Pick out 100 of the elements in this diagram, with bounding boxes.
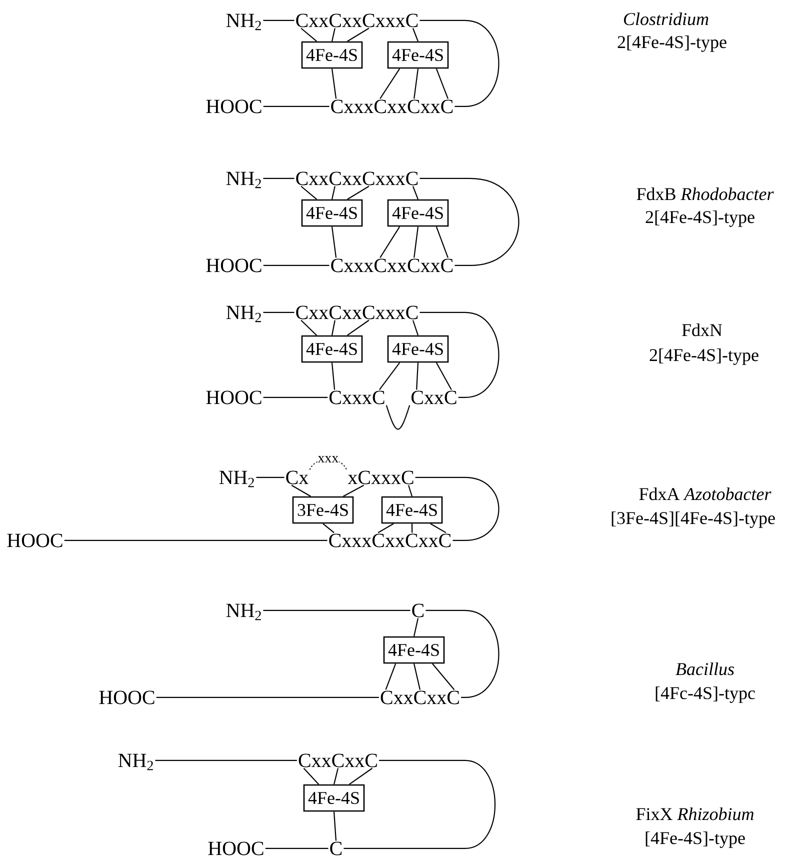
loop-line — [420, 312, 500, 398]
backbone-line — [263, 106, 330, 108]
species-name: FixX Rhizobium — [636, 808, 754, 820]
ligand-line — [331, 320, 336, 336]
sequence-motif: C — [330, 842, 342, 856]
ligand-line — [342, 484, 364, 497]
backbone-line — [155, 760, 297, 762]
ligand-line — [333, 812, 337, 841]
ligand-line — [413, 618, 419, 636]
ligand-line — [331, 28, 336, 42]
ligand-line — [414, 226, 419, 258]
loop-line — [420, 178, 520, 266]
terminus-label: HOOC — [208, 842, 264, 856]
sequence-motif: CxxC — [411, 390, 456, 404]
loop-line — [415, 476, 500, 542]
ligand-line — [347, 320, 370, 336]
sequence-motif: CxxxC — [329, 390, 384, 404]
ligand-line — [408, 485, 413, 497]
cluster-box: 4Fe-4S — [381, 496, 443, 524]
ligand-line — [380, 68, 400, 99]
loop-line — [426, 610, 500, 698]
cluster-box: 4Fe-4S — [301, 41, 363, 69]
ligand-line — [414, 68, 419, 99]
cluster-type-label: 2[4Fe-4S]-type — [618, 36, 726, 52]
sequence-motif: Cx — [286, 470, 308, 484]
cluster-type-label: 2[4Fe-4S]-type — [650, 348, 758, 365]
species-name: Bacillus — [676, 662, 734, 676]
ligand-line — [412, 186, 419, 200]
sequence-motif: CxxCxxC — [298, 754, 377, 768]
terminus-label: NH$_{2}$ — [226, 306, 261, 322]
species-name: FdxB Rhodobacter — [636, 188, 774, 200]
backbone-line — [263, 312, 294, 314]
ligand-line — [432, 663, 455, 690]
backbone-line — [256, 476, 284, 478]
loop-line — [420, 20, 500, 108]
terminus-label: HOOC — [206, 258, 262, 272]
cluster-type-label: [3Fe-4S][4Fe-4S]-type — [612, 512, 775, 528]
backbone-line — [263, 20, 294, 22]
terminus-label: NH$_{2}$ — [226, 604, 261, 620]
sequence-motif: CxxxCxxCxxC — [331, 100, 453, 114]
ligand-line — [331, 226, 337, 258]
cluster-box: 4Fe-4S — [383, 636, 445, 664]
ligand-line — [349, 768, 373, 785]
ligand-line — [416, 362, 419, 390]
ligand-line — [430, 523, 446, 534]
backbone-line — [263, 396, 328, 398]
ligand-line — [380, 226, 400, 258]
ligand-line — [303, 768, 320, 785]
loop-line — [344, 760, 496, 850]
backbone-line — [263, 610, 410, 612]
cluster-box: 4Fe-4S — [301, 335, 363, 363]
cluster-box: 4Fe-4S — [387, 335, 449, 363]
ligand-line — [347, 186, 370, 200]
ligand-line — [322, 523, 334, 534]
sequence-motif: xCxxxC — [348, 470, 414, 484]
sequence-motif: CxxxCxxCxxC — [329, 534, 451, 548]
backbone-line — [156, 696, 379, 698]
ligand-line — [291, 484, 312, 497]
sequence-motif: CxxCxxC — [380, 690, 459, 704]
species-name: FdxA Azotobacter — [639, 488, 772, 500]
terminus-label: NH$_{2}$ — [118, 754, 153, 770]
backbone-line — [64, 540, 328, 542]
ligand-line — [347, 28, 370, 42]
sequence-motif: CxxxCxxCxxC — [331, 258, 453, 272]
sequence-motif: CxxCxxCxxxC — [296, 306, 418, 320]
cluster-type-label: 2[4Fe-4S]-type — [646, 210, 754, 227]
ligand-line — [412, 28, 419, 42]
ligand-line — [378, 523, 394, 534]
species-name: FdxN — [682, 324, 722, 336]
terminus-label: HOOC — [206, 390, 262, 404]
sequence-motif: CxxCxxCxxxC — [296, 14, 418, 28]
ligand-line — [300, 186, 318, 200]
ligand-line — [331, 362, 336, 390]
backbone-line — [263, 178, 294, 180]
ligand-line — [331, 186, 336, 200]
ligand-line — [436, 362, 452, 390]
ligand-line — [385, 663, 396, 690]
ligand-line — [413, 664, 421, 690]
ligand-line — [300, 28, 318, 42]
ligand-line — [379, 362, 400, 390]
terminus-label: NH$_{2}$ — [219, 470, 254, 488]
terminus-label: NH$_{2}$ — [226, 14, 261, 30]
cluster-type-label: [4Fc-4S]-typc — [656, 686, 755, 703]
cluster-box: 3Fe-4S — [292, 496, 354, 524]
backbone-line — [265, 848, 328, 850]
ligand-line — [436, 68, 448, 99]
cluster-box: 4Fe-4S — [387, 41, 449, 69]
ligand-line — [331, 68, 337, 99]
terminus-label: HOOC — [7, 534, 62, 548]
sequence-motif: C — [412, 604, 424, 618]
terminus-label: NH$_{2}$ — [226, 172, 261, 188]
ligand-line — [300, 320, 318, 336]
cluster-box: 4Fe-4S — [303, 784, 365, 812]
terminus-label: HOOC — [99, 690, 154, 704]
backbone-line — [263, 264, 330, 266]
edge-label: xxx — [317, 456, 340, 463]
ligand-line — [412, 320, 419, 336]
dotted-arc — [309, 458, 348, 470]
cluster-box: 4Fe-4S — [387, 199, 449, 227]
cluster-type-label: [4Fe-4S]-type — [646, 832, 745, 848]
